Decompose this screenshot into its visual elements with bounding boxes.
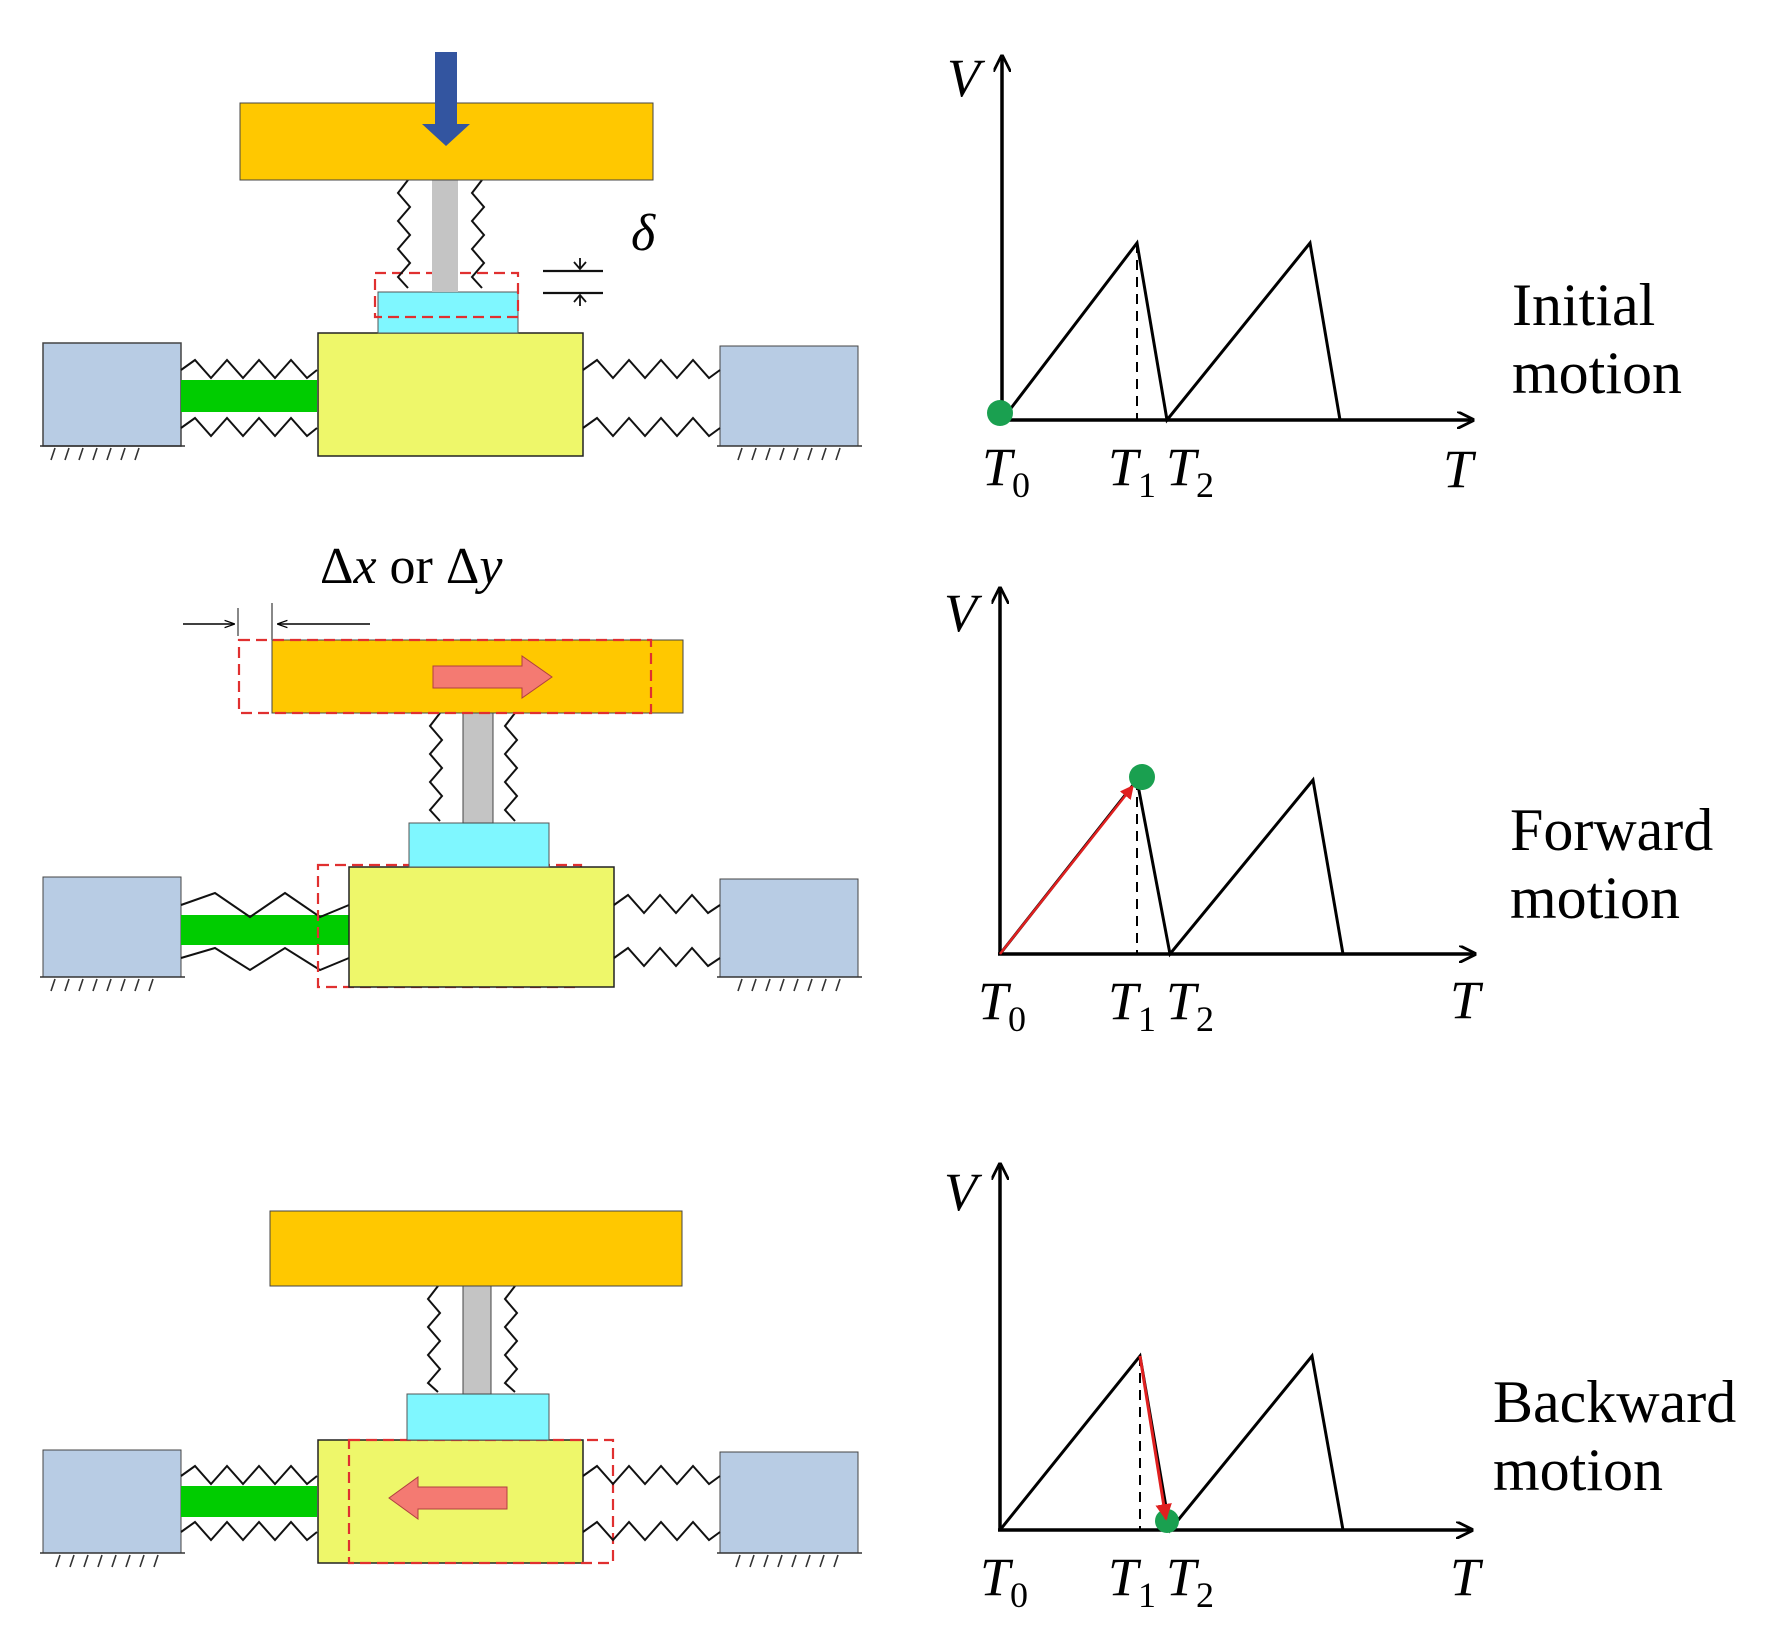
backward-path-arrow xyxy=(1138,1355,1172,1521)
v-axis-label: V xyxy=(944,583,983,643)
displacement-marker xyxy=(183,603,370,640)
spring-right-top xyxy=(582,358,721,380)
ground-hatch-right xyxy=(717,445,862,461)
base-block xyxy=(317,332,584,457)
cyan-pad xyxy=(408,822,550,868)
t2-label: T2 xyxy=(1166,437,1214,505)
left-arrow-icon xyxy=(388,1476,508,1520)
sawtooth-wave xyxy=(1000,239,1342,424)
spring-vertical-right xyxy=(503,712,519,822)
ground-hatch-right xyxy=(717,976,862,992)
spring-right-bottom xyxy=(582,1520,721,1542)
spring-right-top xyxy=(613,893,721,915)
sawtooth-wave xyxy=(998,1352,1345,1534)
gap-marker xyxy=(543,258,603,306)
gray-stem xyxy=(462,712,494,824)
cyan-pad xyxy=(377,291,519,334)
displacement-label: Δx or Δy xyxy=(320,538,503,595)
ground-hatch-left xyxy=(40,445,185,461)
spring-right-bottom xyxy=(582,416,721,438)
top-plate xyxy=(269,1210,683,1287)
t0-label: T0 xyxy=(982,437,1030,505)
mechanism-backward xyxy=(40,1210,862,1568)
mechanism-forward: Δx or Δy xyxy=(40,538,862,992)
left-wall xyxy=(42,876,182,978)
spring-vertical-left xyxy=(428,712,444,822)
spring-left-bottom xyxy=(180,1520,318,1542)
t1-label: T1 xyxy=(1108,437,1156,505)
green-rod xyxy=(181,380,317,412)
spring-left-bottom xyxy=(180,416,318,438)
right-arrow-icon xyxy=(432,655,553,699)
delta-label: δ xyxy=(631,205,656,262)
sawtooth-wave xyxy=(998,776,1345,958)
green-rod xyxy=(181,1486,317,1517)
spring-right-bottom xyxy=(613,946,721,968)
t1-label: T1 xyxy=(1108,1547,1156,1615)
previous-plate-position xyxy=(237,638,653,715)
spring-vertical-left xyxy=(426,1285,442,1393)
spring-left-top xyxy=(180,891,350,919)
spring-vertical-right xyxy=(470,179,486,289)
spring-left-top xyxy=(180,358,318,380)
state-dot xyxy=(987,400,1013,426)
spring-left-top xyxy=(180,1464,318,1486)
gray-stem xyxy=(432,180,458,292)
left-wall xyxy=(42,342,182,447)
spring-right-top xyxy=(582,1464,721,1486)
green-rod xyxy=(181,915,349,945)
spring-vertical-right xyxy=(503,1285,519,1393)
ground-hatch-right xyxy=(717,1552,862,1568)
t-axis-label: T xyxy=(1450,1547,1484,1607)
ground-hatch-left xyxy=(40,976,185,992)
t1-label: T1 xyxy=(1108,971,1156,1039)
t2-label: T2 xyxy=(1166,971,1214,1039)
ground-hatch-left xyxy=(40,1552,185,1568)
right-wall xyxy=(719,878,859,978)
mechanism-initial: δ xyxy=(40,52,862,461)
base-block xyxy=(348,866,615,988)
t0-label: T0 xyxy=(980,1547,1028,1615)
forward-path-arrow xyxy=(999,784,1134,955)
spring-vertical-left xyxy=(396,179,412,289)
cyan-pad xyxy=(406,1393,550,1441)
spring-left-bottom xyxy=(180,946,350,972)
right-wall xyxy=(719,345,859,447)
v-axis-label: V xyxy=(947,48,986,108)
t-axis-label: T xyxy=(1450,970,1484,1030)
t2-label: T2 xyxy=(1166,1547,1214,1615)
previous-base-position xyxy=(347,1438,615,1565)
down-arrow-icon xyxy=(422,52,470,146)
t-axis-label: T xyxy=(1443,439,1477,499)
state-dot xyxy=(1129,764,1155,790)
gray-stem xyxy=(462,1285,492,1395)
v-axis-label: V xyxy=(944,1162,983,1222)
right-wall xyxy=(719,1451,859,1554)
t0-label: T0 xyxy=(978,971,1026,1039)
left-wall xyxy=(42,1449,182,1554)
state-dot xyxy=(1155,1509,1179,1533)
